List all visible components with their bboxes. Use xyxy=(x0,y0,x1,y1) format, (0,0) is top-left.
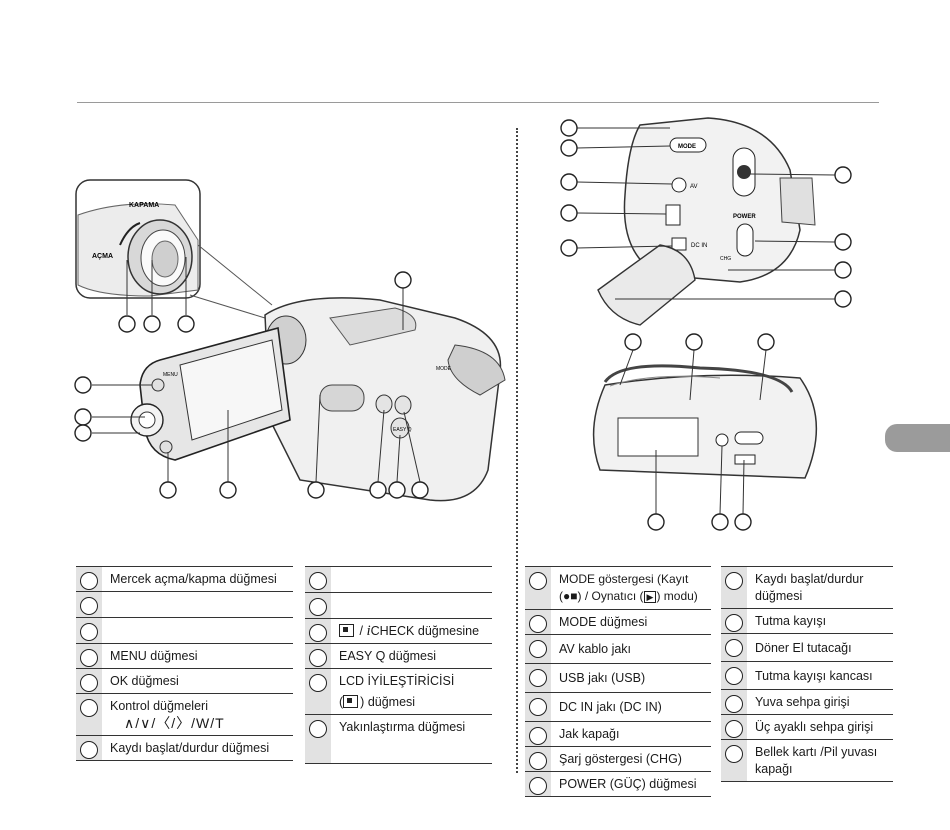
table-row: LCD İYİLEŞTİRİCİSİ() düğmesi xyxy=(305,669,492,715)
table-row: AV kablo jakı xyxy=(525,635,711,664)
column-divider xyxy=(516,128,518,773)
play-mode-icon: ▶ xyxy=(643,591,657,603)
lens-close-label: KAPAMA xyxy=(129,202,159,209)
power-text-mark: POWER xyxy=(733,214,756,220)
table-row: Kontrol düğmeleri∧/∨/〈/〉/W/T xyxy=(76,694,293,736)
table-row: MODE göstergesi (Kayıt(●■) / Oynatıcı (▶… xyxy=(525,567,711,610)
top-rule xyxy=(77,102,879,103)
table-row: DC IN jakı (DC IN) xyxy=(525,693,711,722)
section-tab xyxy=(885,424,950,452)
easyq-text-mark: EASY Q xyxy=(393,427,412,433)
chg-text-mark: CHG xyxy=(720,256,731,262)
table-row xyxy=(305,567,492,593)
mode-text-mark: MODE xyxy=(678,144,696,150)
camcorder-front-view: MENU EASY Q MODE xyxy=(130,297,506,502)
table-row: Tutma kayışı kancası xyxy=(721,662,893,690)
lens-inset: KAPAMA AÇMA xyxy=(75,179,273,319)
table-row: MODE düğmesi xyxy=(525,610,711,635)
table-row: Jak kapağı xyxy=(525,722,711,747)
table-row: Üç ayaklı sehpa girişi xyxy=(721,715,893,740)
parts-table-right-1: MODE göstergesi (Kayıt(●■) / Oynatıcı (▶… xyxy=(525,566,711,797)
menu-text-mark: MENU xyxy=(163,372,178,378)
table-row: Şarj göstergesi (CHG) xyxy=(525,747,711,772)
table-row: Tutma kayışı xyxy=(721,609,893,634)
left-callout-circles xyxy=(74,271,429,499)
right-top-callout-circles xyxy=(560,119,852,308)
table-row: Kaydı başlat/durdur düğmesi xyxy=(76,736,293,761)
table-row xyxy=(76,592,293,618)
record-mode-icon: ●■ xyxy=(563,589,578,603)
table-row xyxy=(305,593,492,619)
av-text-mark: AV xyxy=(690,184,698,190)
table-row: Mercek açma/kapma düğmesi xyxy=(76,567,293,592)
table-row: Yuva sehpa girişi xyxy=(721,690,893,715)
table-row: POWER (GÜÇ) düğmesi xyxy=(525,772,711,797)
mode-text-mark-left: MODE xyxy=(436,366,452,372)
table-row: MENU düğmesi xyxy=(76,644,293,669)
display-icon xyxy=(339,624,354,637)
camcorder-bottom-view xyxy=(592,364,818,479)
control-arrows: ∧/∨/〈/〉/W/T xyxy=(124,715,225,731)
table-row: Döner El tutacağı xyxy=(721,634,893,662)
parts-table-left: Mercek açma/kapma düğmesi MENU düğmesi O… xyxy=(76,566,293,761)
table-row: EASY Q düğmesi xyxy=(305,644,492,669)
left-callout-lines xyxy=(92,257,421,483)
table-row xyxy=(76,618,293,644)
lens-open-label: AÇMA xyxy=(92,253,113,260)
table-row: OK düğmesi xyxy=(76,669,293,694)
table-row: Yakınlaştırma düğmesi xyxy=(305,715,492,764)
parts-table-middle: / iCHECK düğmesine EASY Q düğmesi LCD İY… xyxy=(305,566,492,764)
right-top-callout-lines xyxy=(576,127,836,300)
lcd-enhancer-icon xyxy=(343,695,359,708)
table-row: USB jakı (USB) xyxy=(525,664,711,693)
table-row: / iCHECK düğmesine xyxy=(305,619,492,644)
right-bottom-callout-circles xyxy=(624,333,775,531)
camcorder-rear-view: MODE AV DC IN POWER CHG xyxy=(597,117,816,326)
right-bottom-callout-lines xyxy=(619,349,767,515)
dcin-text-mark: DC IN xyxy=(691,243,707,249)
